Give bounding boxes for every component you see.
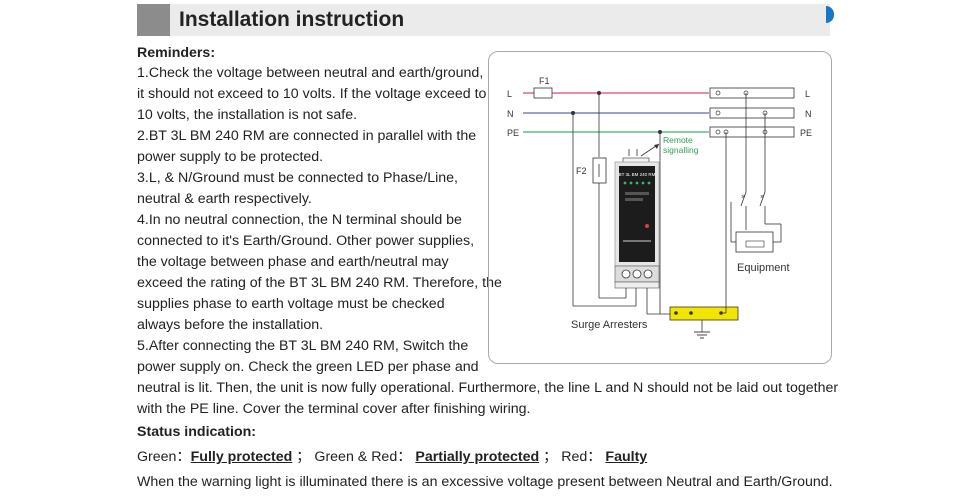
signalling-label: signalling xyxy=(663,145,699,155)
status-green-value: Fully protected xyxy=(190,449,293,465)
reminders-heading: Reminders: xyxy=(137,45,216,61)
page-title: Installation instruction xyxy=(179,8,405,31)
surge-protector-front xyxy=(619,166,655,262)
reminder-line: 2.BT 3L BM 240 RM are connected in paral… xyxy=(137,128,477,144)
device-model-label: BT 3L BM 240 RM xyxy=(619,172,656,177)
fuse-f1-label: F1 xyxy=(539,76,550,86)
status-red-value: Faulty xyxy=(605,449,648,465)
reminder-line: always before the installation. xyxy=(137,317,324,333)
status-separator: ； Red： xyxy=(543,449,602,465)
label-PE-left: PE xyxy=(507,128,519,138)
fuse-f1-icon xyxy=(533,87,553,99)
reminder-line: it should not exceed to 10 volts. If the… xyxy=(137,86,487,102)
reminder-line: neutral is lit. Then, the unit is now fu… xyxy=(137,380,839,396)
reminder-line: 5.After connecting the BT 3L BM 240 RM, … xyxy=(137,338,469,354)
terminal-block-L xyxy=(709,87,795,99)
header-marker xyxy=(137,4,170,36)
status-separator: ； Green & Red： xyxy=(296,449,412,465)
reminder-line: with the PE line. Cover the terminal cov… xyxy=(137,401,531,417)
wiring-diagram: L N PE F1 L N PE F2 xyxy=(488,51,832,364)
fuse-f2-label: F2 xyxy=(576,166,587,176)
terminal-block-N xyxy=(709,107,795,119)
reminder-line: supplies phase to earth voltage must be … xyxy=(137,296,445,312)
label-L-left: L xyxy=(507,89,512,99)
status-indication-line: Green：Fully protected ； Green & Red： Par… xyxy=(137,447,647,468)
reminder-line: exceed the rating of the BT 3L BM 240 RM… xyxy=(137,275,502,291)
earth-bar xyxy=(669,306,739,321)
terminal-block-PE xyxy=(709,126,795,138)
status-greenred-value: Partially protected xyxy=(415,449,540,465)
label-N-right: N xyxy=(805,109,812,119)
equipment-label: Equipment xyxy=(737,262,790,274)
reminder-line: neutral & earth respectively. xyxy=(137,191,312,207)
wiring-diagram-svg: L N PE F1 L N PE F2 xyxy=(507,76,812,339)
reminder-line: 4.In no neutral connection, the N termin… xyxy=(137,212,462,228)
reminder-line: 1.Check the voltage between neutral and … xyxy=(137,65,484,81)
edge-tab-icon xyxy=(826,6,834,23)
label-N-left: N xyxy=(507,109,514,119)
reminder-line: 3.L, & N/Ground must be connected to Pha… xyxy=(137,170,458,186)
svg-text:×: × xyxy=(760,194,764,201)
reminder-line: 10 volts, the installation is not safe. xyxy=(137,107,358,123)
surge-arresters-label: Surge Arresters xyxy=(571,319,648,331)
status-green-label: Green： xyxy=(137,449,191,465)
section-header: Installation instruction xyxy=(137,4,830,36)
svg-text:×: × xyxy=(741,194,745,201)
remote-label: Remote xyxy=(663,135,693,145)
reminder-line: the voltage between phase and earth/neut… xyxy=(137,254,449,270)
label-L-right: L xyxy=(805,89,810,99)
reminder-line: power supply on. Check the green LED per… xyxy=(137,359,479,375)
fuse-f2-icon xyxy=(592,157,607,184)
status-heading: Status indication: xyxy=(137,424,257,440)
reminder-line: power supply to be protected. xyxy=(137,149,324,165)
warning-text: When the warning light is illuminated th… xyxy=(137,474,833,490)
label-PE-right: PE xyxy=(800,128,812,138)
reminder-line: connected to it's Earth/Ground. Other po… xyxy=(137,233,475,249)
